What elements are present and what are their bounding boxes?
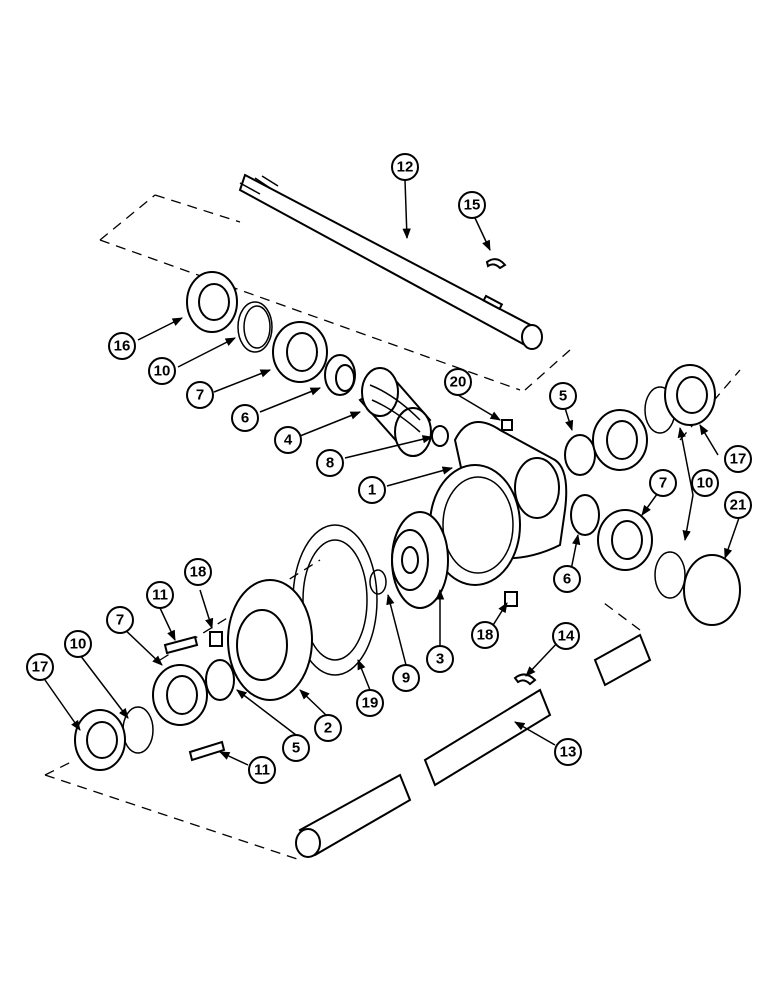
svg-text:6: 6 [241,410,249,427]
svg-text:2: 2 [324,720,332,737]
callout-2: 2 [314,714,342,742]
svg-text:11: 11 [152,587,168,604]
bearing-16 [186,271,238,333]
bolt-11-lower [188,740,226,762]
bearing-cone-5-right [564,434,596,476]
gearbox-housing-1 [429,421,568,586]
snap-ring-10-lower [122,706,154,754]
svg-text:9: 9 [402,670,410,687]
ring-9 [369,569,387,595]
svg-text:10: 10 [154,363,171,380]
svg-text:21: 21 [730,497,747,514]
svg-text:17: 17 [730,451,747,468]
callout-13: 13 [554,738,582,766]
sleeve-21 [683,554,741,626]
callout-8: 8 [316,449,344,477]
callout-17b: 17 [26,653,54,681]
svg-text:18: 18 [190,564,207,581]
callout-4: 4 [274,426,302,454]
svg-text:16: 16 [114,338,131,355]
callout-10c: 10 [64,630,92,658]
svg-text:5: 5 [559,388,567,405]
svg-text:7: 7 [659,475,667,492]
snap-ring-10-right-lower [654,551,686,599]
svg-text:17: 17 [32,659,49,676]
callout-18b: 18 [471,621,499,649]
svg-text:14: 14 [558,628,575,645]
svg-text:3: 3 [436,651,444,668]
fitting-18-upper [209,631,223,647]
callout-7b: 7 [649,469,677,497]
callout-15: 15 [458,191,486,219]
svg-text:19: 19 [362,695,379,712]
callout-14: 14 [552,622,580,650]
woodruff-key-15 [485,258,507,270]
key-14 [513,673,537,686]
svg-text:20: 20 [450,374,467,391]
svg-text:4: 4 [284,432,293,449]
svg-text:6: 6 [563,571,571,588]
callout-7c: 7 [106,606,134,634]
leader-lines [44,179,741,766]
svg-text:11: 11 [254,762,270,779]
callout-17a: 17 [724,445,752,473]
callout-11a: 11 [146,581,174,609]
seal-17-right [664,364,716,426]
bearing-cup-7-upper [272,321,328,383]
callout-11b: 11 [248,756,276,784]
svg-text:7: 7 [196,387,204,404]
callout-1: 1 [358,476,386,504]
svg-text:10: 10 [70,636,87,653]
bolt-11-upper [163,635,199,655]
callout-20: 20 [444,368,472,396]
bearing-cone-6-upper [324,354,356,396]
callout-6a: 6 [231,404,259,432]
splined-shaft-12 [238,173,543,350]
svg-text:7: 7 [116,612,124,629]
fitting-18-lower [504,591,518,607]
worm-4 [358,367,432,457]
callout-5a: 5 [549,382,577,410]
seal-17-lower [74,709,126,771]
ring-8 [431,425,449,447]
snap-ring-10-upper [237,301,273,353]
callout-6b: 6 [553,565,581,593]
callout-10b: 10 [691,469,719,497]
svg-text:13: 13 [560,744,577,761]
callout-3: 3 [426,645,454,673]
grease-fitting-20 [501,419,513,431]
callout-12: 12 [391,153,419,181]
svg-text:1: 1 [368,482,376,499]
bearing-cup-7-lower [152,664,208,726]
bearing-cup-7-right-upper [592,409,648,471]
svg-text:10: 10 [697,475,714,492]
callout-10a: 10 [148,357,176,385]
bearing-cup-7-right-lower [597,509,653,571]
callout-5b: 5 [282,734,310,762]
cover-2 [227,579,313,701]
callout-18a: 18 [184,558,212,586]
svg-text:12: 12 [397,159,414,176]
callout-19: 19 [356,689,384,717]
callout-7a: 7 [186,381,214,409]
bearing-cone-6-right [570,494,600,536]
svg-text:18: 18 [477,627,494,644]
callout-16: 16 [108,332,136,360]
svg-text:15: 15 [464,197,481,214]
svg-text:5: 5 [292,740,300,757]
svg-text:8: 8 [326,455,334,472]
callout-9: 9 [392,664,420,692]
bearing-cone-5-lower [205,659,235,701]
worm-gear-3 [391,511,449,609]
callout-21: 21 [724,491,752,519]
shaft-13 [295,633,652,858]
